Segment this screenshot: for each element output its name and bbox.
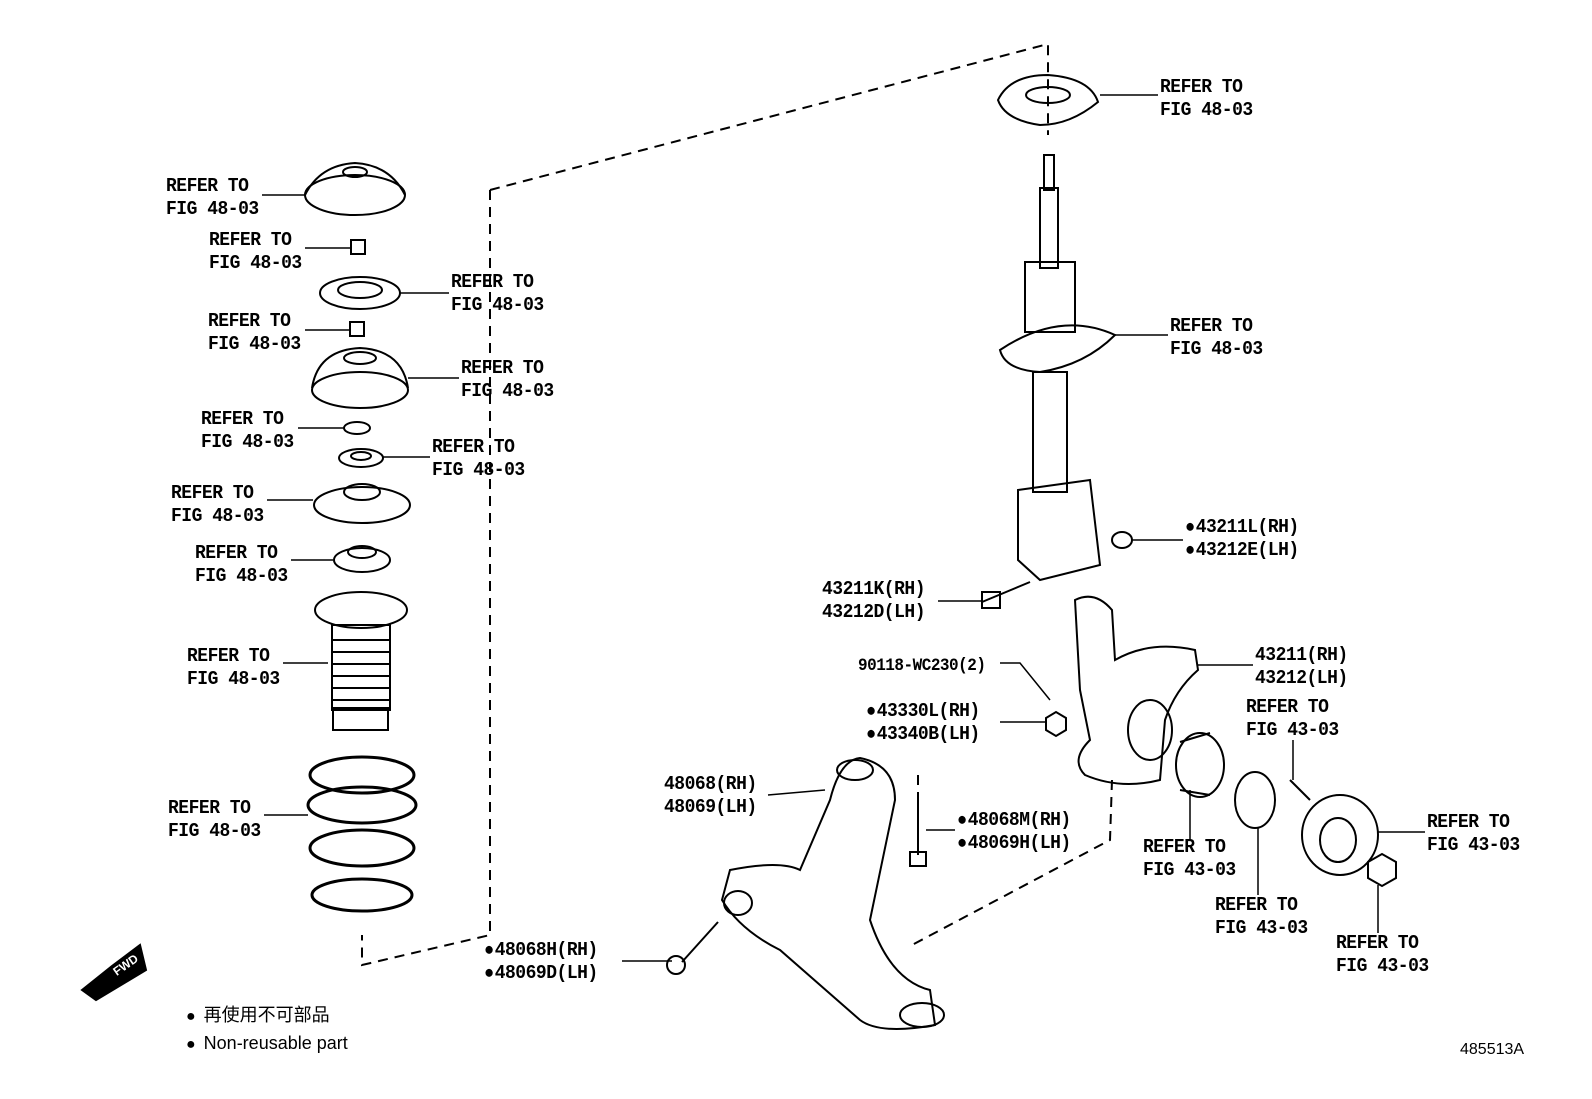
washer-large xyxy=(338,448,384,468)
upper-support-cap xyxy=(304,161,406,216)
bearing xyxy=(319,276,401,310)
steering-knuckle xyxy=(1073,595,1200,785)
strut-mount xyxy=(311,346,409,409)
callout-knuckle-nut[interactable]: 43330L(RH)43340B(LH) xyxy=(866,701,981,746)
snap-ring xyxy=(1234,771,1276,829)
arm-bolt-rear xyxy=(909,800,927,867)
lower-control-arm xyxy=(720,756,945,1030)
dust-boot xyxy=(314,591,408,731)
coil-spring xyxy=(306,755,418,913)
legend-row-japanese: ●再使用不可部品 xyxy=(186,1005,330,1025)
callout-cotter-pin[interactable]: 90118-WC230(2) xyxy=(858,656,986,676)
arm-bolt-front xyxy=(666,921,719,975)
callout-camber-bolt[interactable]: 43211K(RH)43212D(LH) xyxy=(822,579,926,624)
non-reusable-marker-icon: ● xyxy=(186,1008,196,1025)
assembly-dashed-lines xyxy=(361,42,1113,967)
fwd-arrow-icon xyxy=(80,943,148,1002)
nut-top xyxy=(350,239,366,255)
non-reusable-marker-icon: ● xyxy=(186,1036,196,1053)
knuckle-nut xyxy=(1045,710,1067,738)
diagram-id: 485513A xyxy=(1460,1041,1525,1058)
callout-arm-bolt-front[interactable]: 48068H(RH)48069D(LH) xyxy=(484,940,599,985)
leader-lines xyxy=(262,94,1425,962)
hub-bolt xyxy=(1289,779,1311,801)
camber-bolt xyxy=(981,581,1031,609)
axle-hub xyxy=(1301,794,1379,876)
nut-second xyxy=(349,321,365,337)
hub-bearing xyxy=(1175,732,1225,798)
callout-camber-nut[interactable]: 43211L(RH)43212E(LH) xyxy=(1185,517,1300,562)
bump-stopper xyxy=(333,545,391,573)
washer-small xyxy=(343,421,371,435)
callout-lower-arm[interactable]: 48068(RH)48069(LH) xyxy=(664,774,757,819)
upper-spring-seat xyxy=(313,483,411,524)
camber-nut xyxy=(1111,531,1133,549)
callout-arm-bolt-rear[interactable]: 48068M(RH)48069H(LH) xyxy=(957,810,1072,855)
upper-mount-right xyxy=(996,73,1100,127)
legend: ●再使用不可部品 ●Non-reusable part xyxy=(186,1002,348,1058)
shock-absorber xyxy=(998,154,1117,582)
hub-nut xyxy=(1367,852,1397,888)
callout-steering-knuckle[interactable]: 43211(RH)43212(LH) xyxy=(1255,645,1348,690)
legend-row-english: ●Non-reusable part xyxy=(186,1033,348,1053)
